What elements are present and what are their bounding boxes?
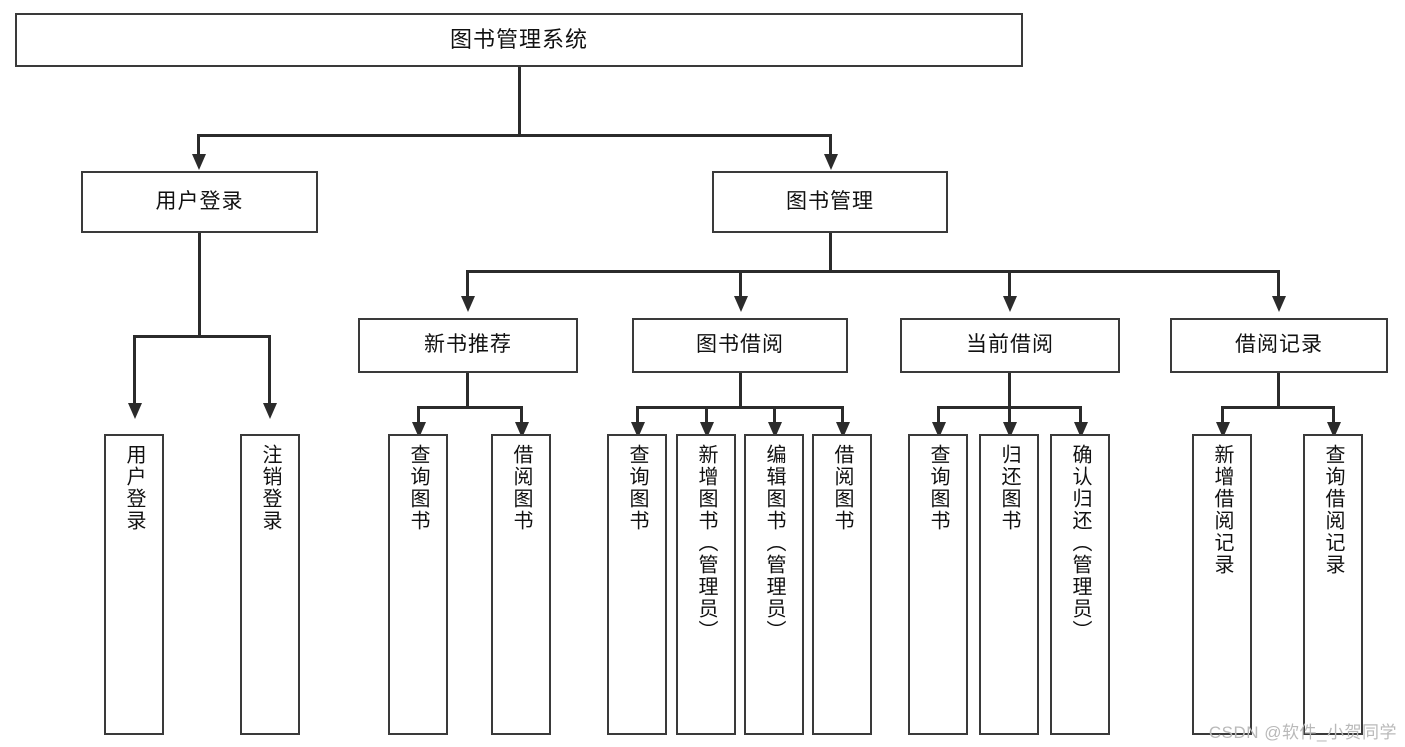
node-leaf-confirm-return-label: 确认归还（管理员）: [1069, 444, 1091, 642]
node-leaf-query-book-1[interactable]: 查询图书: [388, 434, 448, 735]
node-book-borrow[interactable]: 图书借阅: [632, 318, 848, 373]
edge-new-book-to-leaf1: [417, 406, 420, 424]
node-book-manage[interactable]: 图书管理: [712, 171, 948, 233]
node-leaf-query-book-2[interactable]: 查询图书: [607, 434, 667, 735]
edge-root-stem: [518, 66, 521, 134]
node-book-manage-label: 图书管理: [786, 189, 874, 213]
arrow-book-manage-to-new-book: [461, 296, 475, 312]
node-new-book-recommend-label: 新书推荐: [424, 333, 512, 357]
edge-borrow-record-to-leaf1: [1221, 406, 1224, 424]
edge-root-to-user-login: [197, 134, 200, 156]
node-leaf-borrow-book-1[interactable]: 借阅图书: [491, 434, 551, 735]
node-leaf-query-book-2-label: 查询图书: [626, 444, 648, 532]
edge-new-book-bus: [417, 406, 523, 409]
node-current-borrow[interactable]: 当前借阅: [900, 318, 1120, 373]
edge-book-manage-stem: [829, 232, 832, 272]
node-leaf-edit-book-label: 编辑图书（管理员）: [763, 444, 785, 642]
edge-book-manage-to-book-borrow: [739, 270, 742, 298]
node-leaf-confirm-return[interactable]: 确认归还（管理员）: [1050, 434, 1110, 735]
edge-root-to-book-manage: [829, 134, 832, 156]
node-leaf-return-book[interactable]: 归还图书: [979, 434, 1039, 735]
arrow-user-login-to-leaf1: [128, 403, 142, 419]
edge-borrow-record-bus: [1221, 406, 1335, 409]
arrow-root-to-user-login: [192, 154, 206, 170]
node-root-label: 图书管理系统: [449, 27, 588, 53]
edge-current-borrow-to-leaf3: [1079, 406, 1082, 424]
arrow-root-to-book-manage: [824, 154, 838, 170]
node-leaf-borrow-book-2[interactable]: 借阅图书: [812, 434, 872, 735]
node-book-borrow-label: 图书借阅: [696, 333, 784, 357]
edge-book-manage-to-current-borrow: [1008, 270, 1011, 298]
node-leaf-query-book-3[interactable]: 查询图书: [908, 434, 968, 735]
node-leaf-query-record-label: 查询借阅记录: [1322, 444, 1344, 576]
arrow-book-manage-to-current-borrow: [1003, 296, 1017, 312]
node-leaf-add-book[interactable]: 新增图书（管理员）: [676, 434, 736, 735]
node-leaf-edit-book[interactable]: 编辑图书（管理员）: [744, 434, 804, 735]
edge-new-book-stem: [466, 372, 469, 408]
edge-book-borrow-to-leaf1: [636, 406, 639, 424]
edge-current-borrow-to-leaf1: [937, 406, 940, 424]
node-user-login[interactable]: 用户登录: [81, 171, 318, 233]
edge-book-borrow-to-leaf3: [773, 406, 776, 424]
node-leaf-user-login[interactable]: 用户登录: [104, 434, 164, 735]
edge-borrow-record-to-leaf2: [1332, 406, 1335, 424]
edge-book-manage-bus: [466, 270, 1278, 273]
node-leaf-query-record[interactable]: 查询借阅记录: [1303, 434, 1363, 735]
node-current-borrow-label: 当前借阅: [966, 333, 1054, 357]
node-leaf-add-record-label: 新增借阅记录: [1211, 444, 1233, 576]
node-leaf-user-logout[interactable]: 注销登录: [240, 434, 300, 735]
arrow-book-manage-to-book-borrow: [734, 296, 748, 312]
edge-user-login-bus: [133, 335, 269, 338]
node-leaf-query-book-1-label: 查询图书: [407, 444, 429, 532]
edge-current-borrow-stem: [1008, 372, 1011, 408]
node-leaf-add-book-label: 新增图书（管理员）: [695, 444, 717, 642]
node-new-book-recommend[interactable]: 新书推荐: [358, 318, 578, 373]
edge-user-login-to-leaf2: [268, 335, 271, 405]
edge-book-borrow-to-leaf4: [841, 406, 844, 424]
edge-current-borrow-to-leaf2: [1008, 406, 1011, 424]
edge-user-login-to-leaf1: [133, 335, 136, 405]
edge-new-book-to-leaf2: [520, 406, 523, 424]
node-borrow-record[interactable]: 借阅记录: [1170, 318, 1388, 373]
arrow-user-login-to-leaf2: [263, 403, 277, 419]
node-user-login-label: 用户登录: [155, 189, 244, 213]
arrow-book-manage-to-borrow-record: [1272, 296, 1286, 312]
node-leaf-add-record[interactable]: 新增借阅记录: [1192, 434, 1252, 735]
node-leaf-user-logout-label: 注销登录: [259, 444, 281, 532]
node-leaf-user-login-label: 用户登录: [123, 444, 145, 532]
edge-root-bus: [197, 134, 832, 137]
node-leaf-borrow-book-1-label: 借阅图书: [510, 444, 532, 532]
node-leaf-borrow-book-2-label: 借阅图书: [831, 444, 853, 532]
node-leaf-query-book-3-label: 查询图书: [927, 444, 949, 532]
edge-book-borrow-to-leaf2: [705, 406, 708, 424]
node-borrow-record-label: 借阅记录: [1235, 333, 1323, 357]
edge-borrow-record-stem: [1277, 372, 1280, 408]
edge-book-borrow-stem: [739, 372, 742, 408]
node-leaf-return-book-label: 归还图书: [998, 444, 1020, 532]
node-root[interactable]: 图书管理系统: [15, 13, 1023, 67]
edge-book-borrow-bus: [636, 406, 843, 409]
edge-book-manage-to-new-book: [466, 270, 469, 298]
edge-user-login-stem: [198, 233, 201, 335]
edge-book-manage-to-borrow-record: [1277, 270, 1280, 298]
